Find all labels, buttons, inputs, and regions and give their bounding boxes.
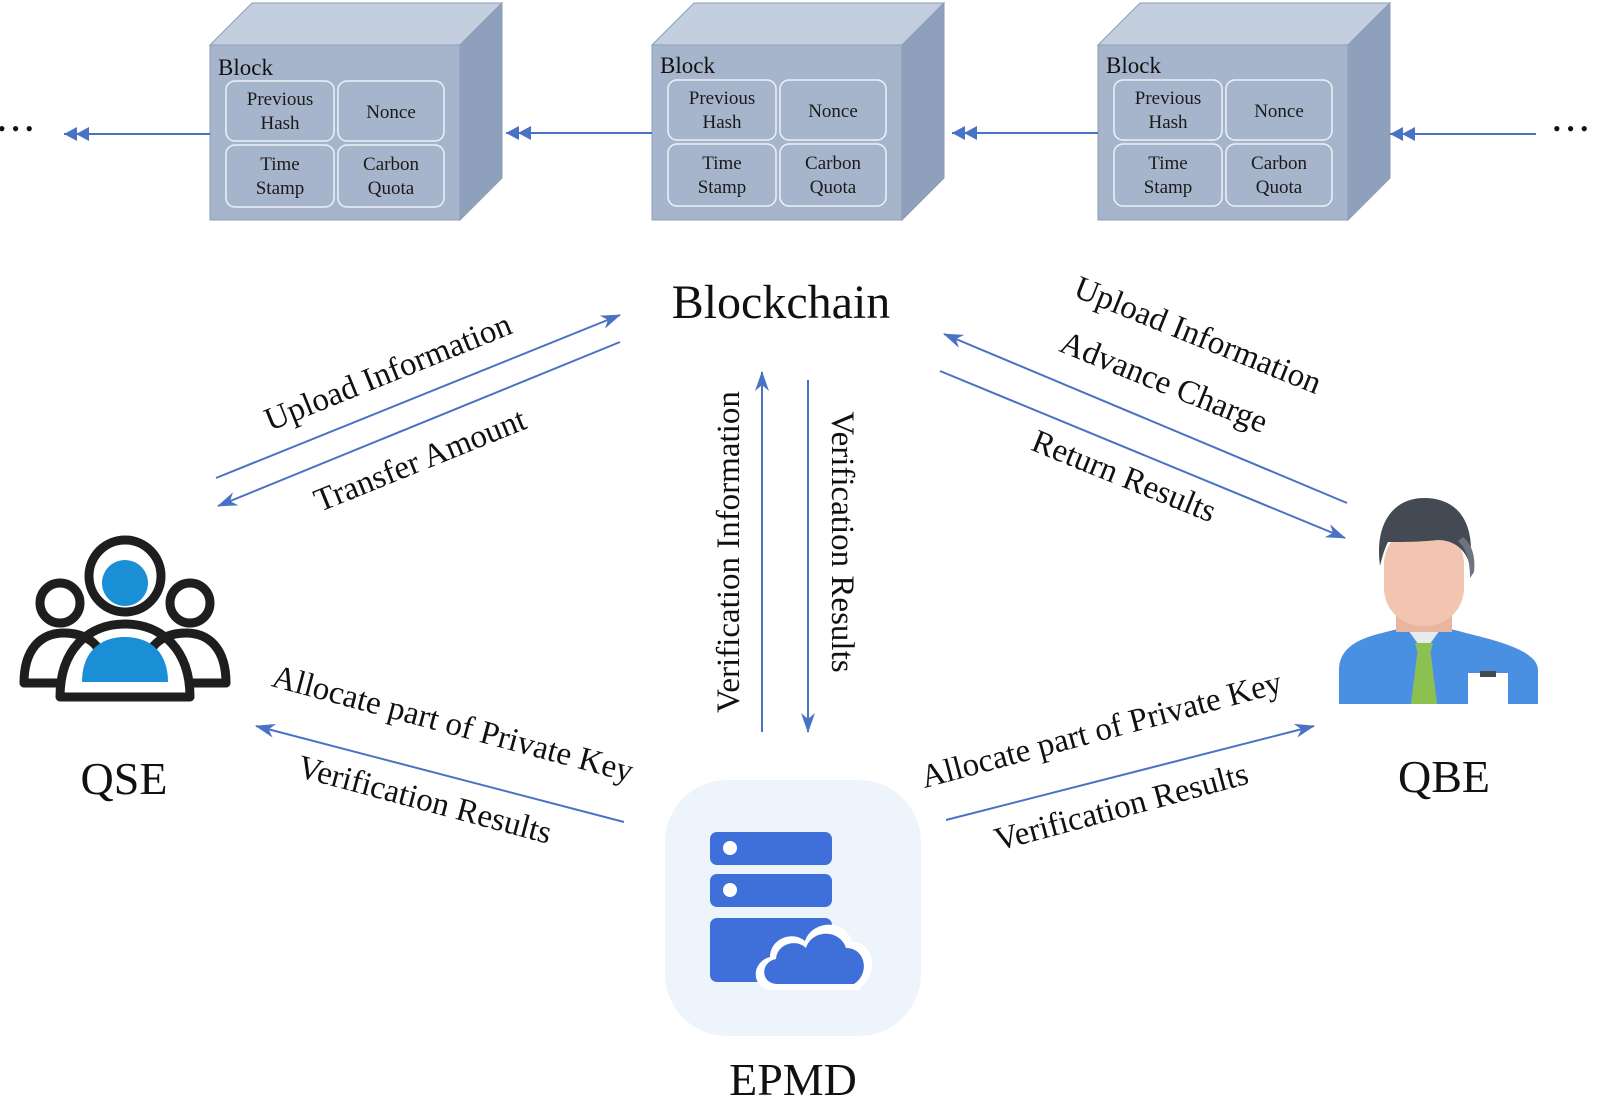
- block-top-face: [1096, 2, 1392, 46]
- block-title: Block: [218, 55, 273, 80]
- epmd-label: EPMD: [729, 1054, 857, 1097]
- block-cell-nonce: Nonce: [1254, 101, 1304, 122]
- ellipsis-left: •••: [0, 116, 39, 141]
- qbe-label: QBE: [1398, 751, 1490, 802]
- block-cell-nonce: Nonce: [808, 101, 858, 122]
- businessman-icon: [1339, 498, 1538, 704]
- label-verification-results-vertical: Verification Results: [824, 411, 860, 672]
- arrow-qbe-upload-information: [943, 333, 1348, 504]
- ellipsis-right: •••: [1553, 116, 1594, 141]
- qse-label: QSE: [81, 753, 168, 804]
- group-users-icon: [19, 535, 231, 702]
- label-qbe-return-results: Return Results: [1026, 423, 1221, 530]
- label-qbe-verification-results: Verification Results: [991, 756, 1253, 858]
- block-title: Block: [1106, 53, 1161, 78]
- label-qse-verification-results: Verification Results: [294, 749, 556, 851]
- arrow-qse-transfer-amount: [217, 341, 621, 507]
- block-top-face: [650, 2, 946, 46]
- arrow-qse-upload-information: [215, 314, 621, 479]
- block-cell-nonce: Nonce: [366, 102, 416, 123]
- blockchain-label: Blockchain: [672, 276, 891, 329]
- arrow-epmd-to-qse: [255, 724, 625, 823]
- label-qse-transfer-amount: Transfer Amount: [309, 402, 531, 520]
- label-verification-information: Verification Information: [711, 391, 747, 713]
- block-top-face: [208, 2, 504, 46]
- block-title: Block: [660, 53, 715, 78]
- arrow-qbe-return-results: [939, 370, 1346, 539]
- arrow-epmd-to-qbe: [945, 723, 1315, 821]
- server-cloud-icon: [665, 780, 921, 1036]
